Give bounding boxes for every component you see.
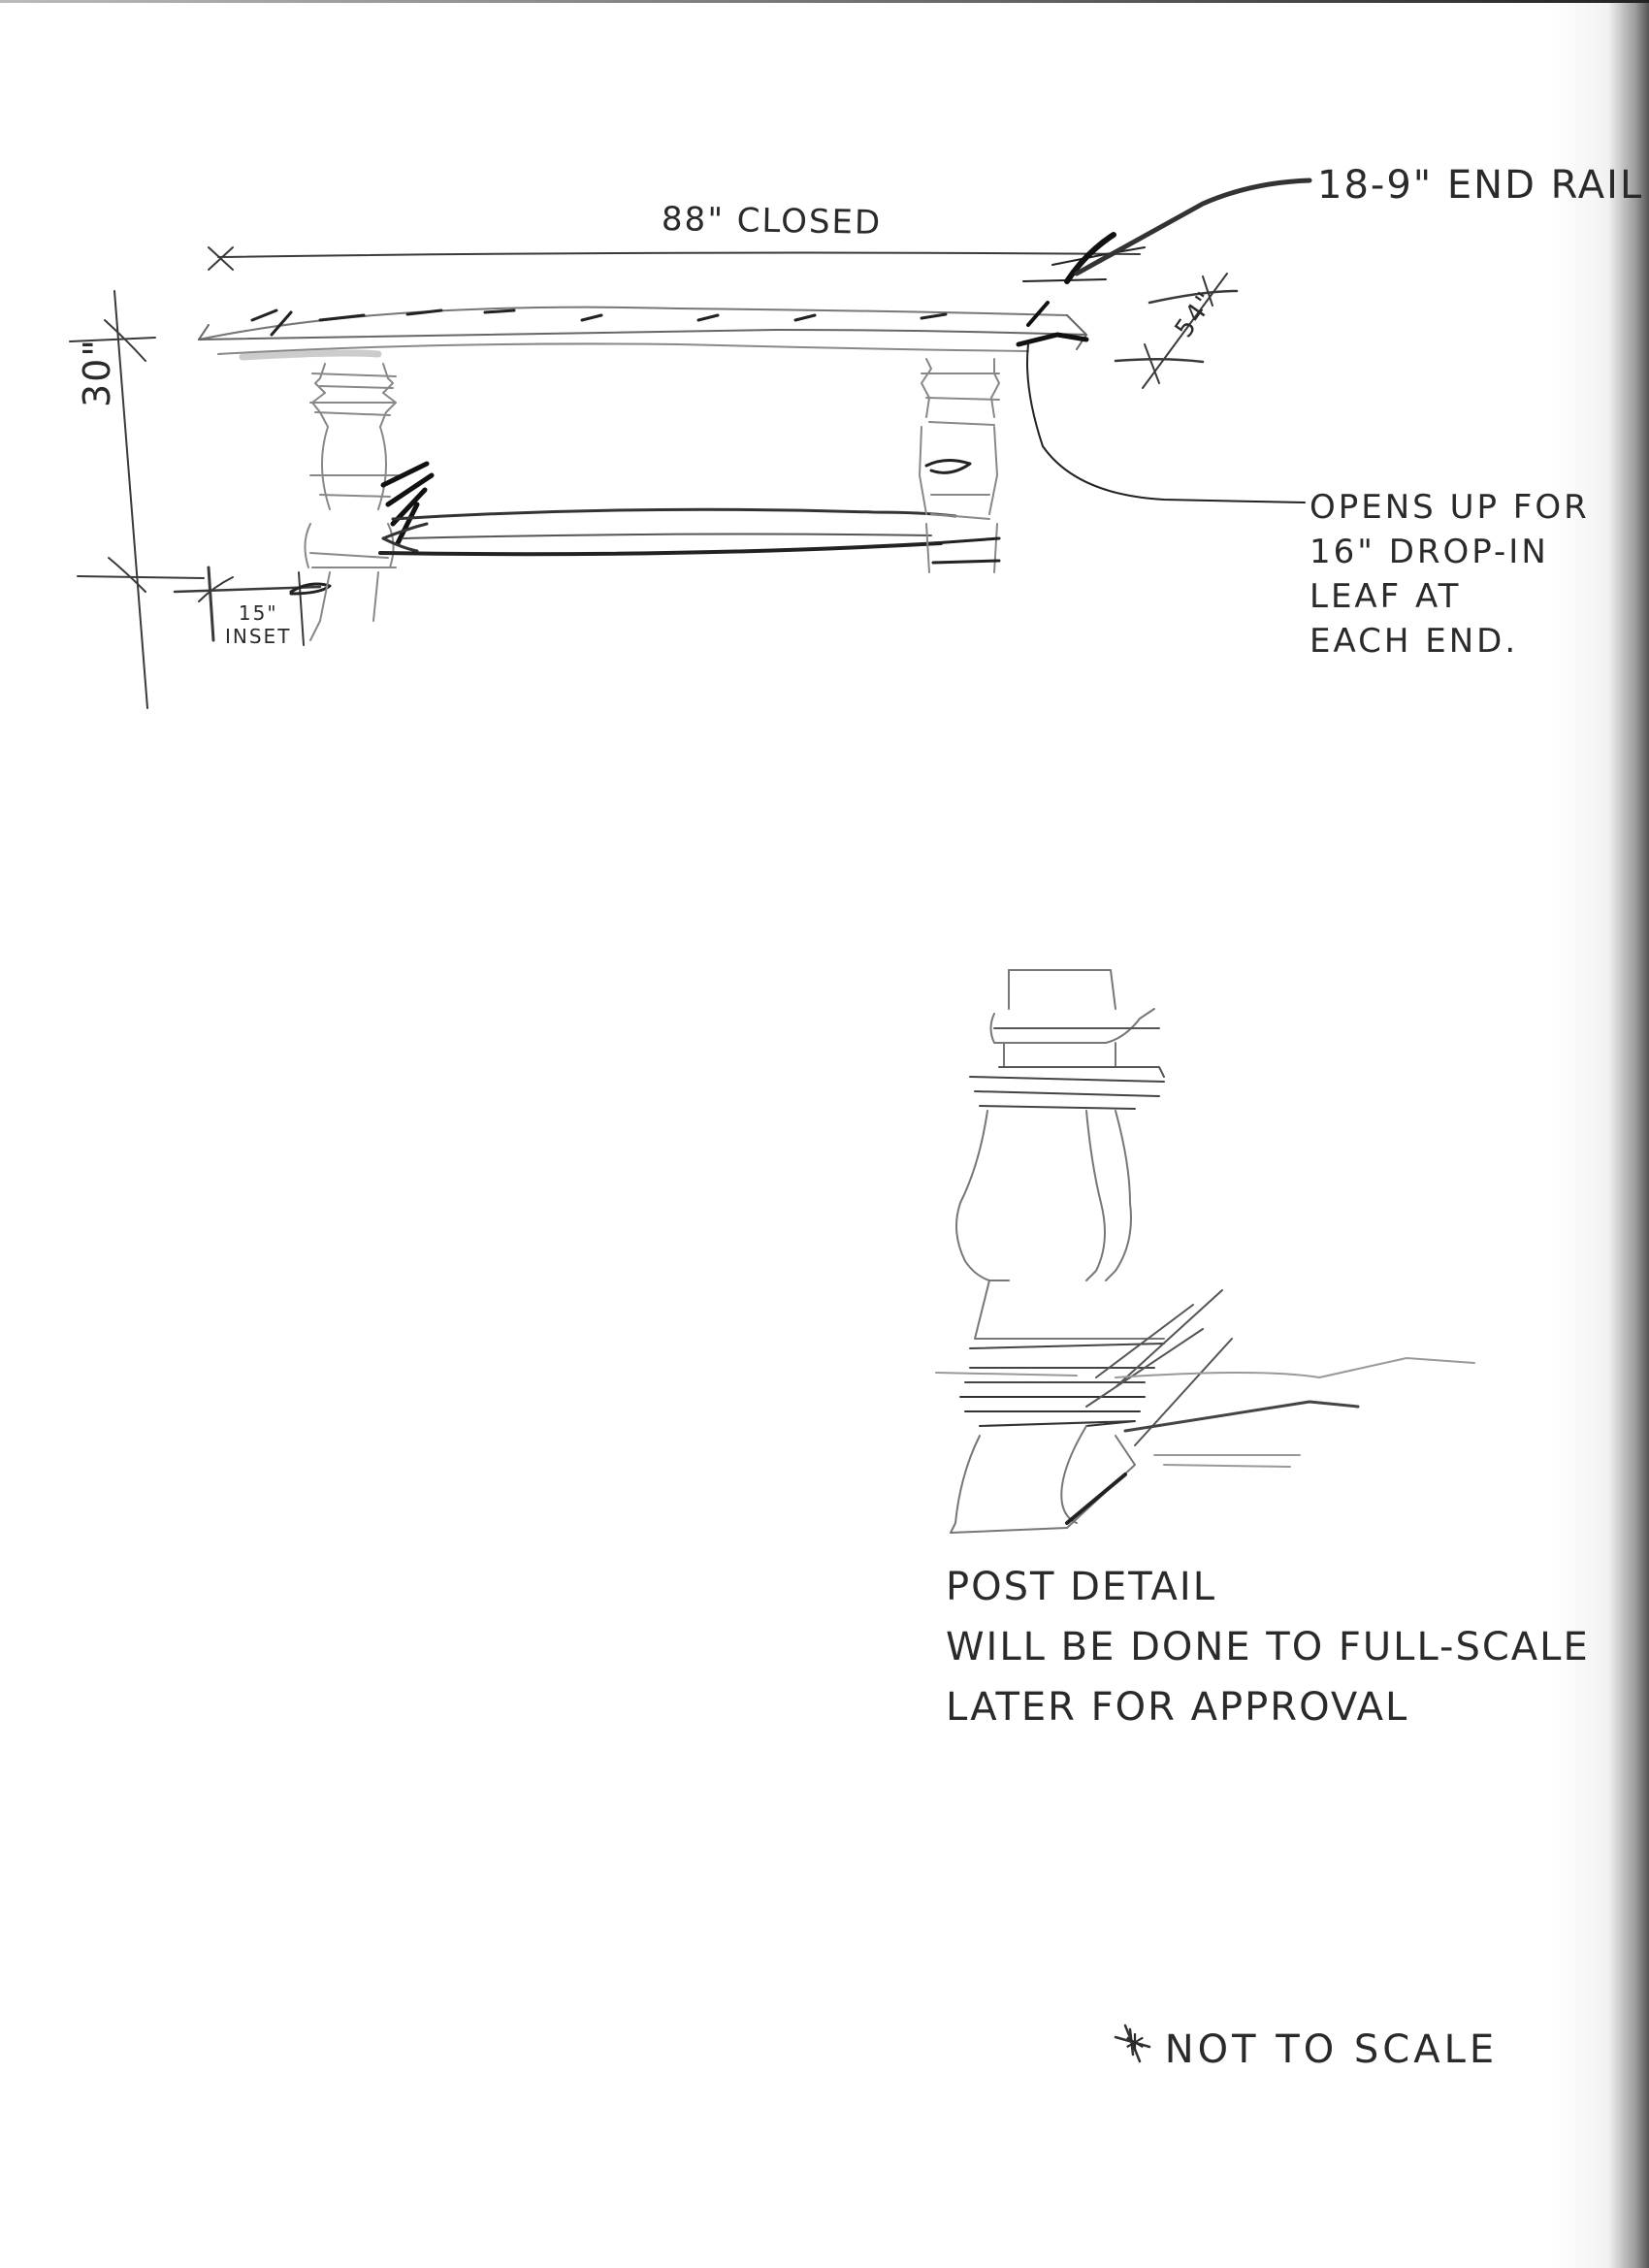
inset-label: 15" INSET — [225, 601, 291, 648]
post-detail-line-3: LATER FOR APPROVAL — [946, 1685, 1409, 1730]
length-label: 88" CLOSED — [661, 200, 883, 243]
leader-arrow — [1026, 343, 1306, 503]
left-post-shading — [380, 461, 435, 546]
not-to-scale-note: * NOT TO SCALE — [1125, 2027, 1499, 2072]
leaf-note: OPENS UP FOR 16" DROP-IN LEAF AT EACH EN… — [1310, 485, 1590, 664]
post-detail-drawing — [935, 969, 1475, 1534]
width-dimension — [1114, 273, 1239, 389]
stretcher — [378, 507, 957, 557]
post-detail-title: POST DETAIL — [946, 1565, 1216, 1609]
length-dimension-line — [208, 246, 1141, 271]
height-dimension-line — [69, 290, 205, 709]
left-post — [304, 363, 399, 641]
leaf-note-line-2: 16" DROP-IN — [1310, 533, 1549, 571]
tabletop — [198, 306, 1087, 361]
end-rail-marker — [1016, 178, 1312, 347]
right-post — [919, 358, 1001, 573]
inset-value: 15" — [238, 601, 278, 625]
inset-dimension — [173, 566, 332, 646]
asterisk-icon — [1114, 2024, 1151, 2063]
post-detail-note: POST DETAIL WILL BE DONE TO FULL-SCALE L… — [946, 1557, 1590, 1737]
scan-top-edge — [0, 0, 1649, 3]
end-rail-label: 18-9" END RAIL — [1317, 163, 1644, 208]
post-detail-line-2: WILL BE DONE TO FULL-SCALE — [946, 1625, 1590, 1669]
leaf-note-line-3: LEAF AT — [1310, 577, 1462, 616]
leaf-note-line-1: OPENS UP FOR — [1310, 488, 1590, 527]
inset-text: INSET — [225, 625, 292, 648]
height-label: 30" — [76, 338, 118, 407]
leaf-note-line-4: EACH END. — [1310, 622, 1519, 661]
